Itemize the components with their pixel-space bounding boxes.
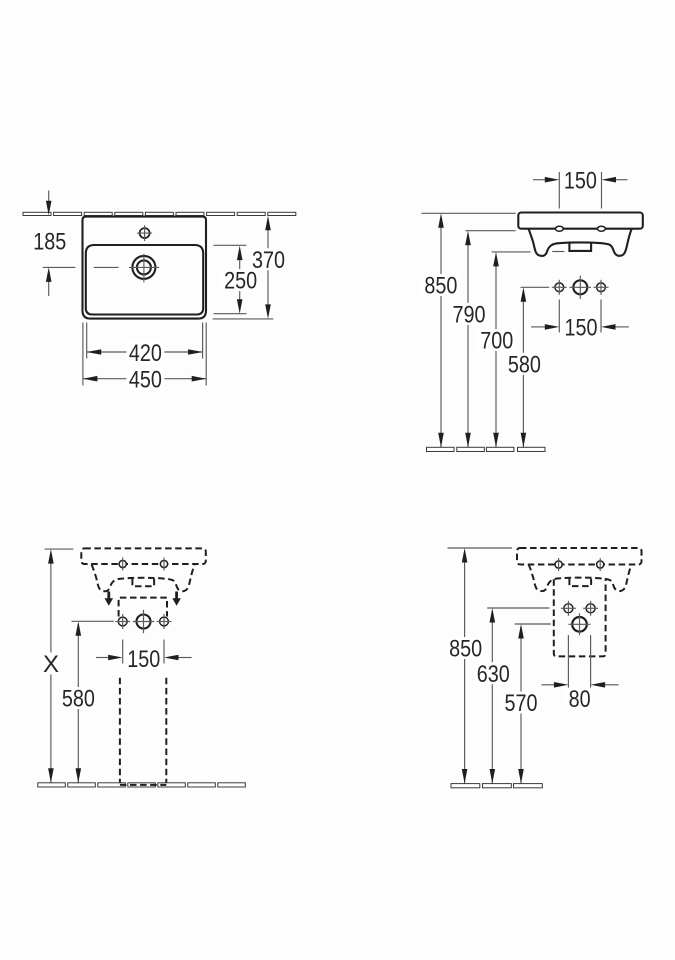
svg-text:450: 450 — [129, 367, 162, 394]
svg-text:420: 420 — [129, 340, 162, 367]
svg-text:250: 250 — [224, 268, 257, 295]
svg-text:370: 370 — [252, 247, 285, 274]
svg-text:150: 150 — [564, 167, 597, 194]
svg-text:570: 570 — [505, 690, 538, 717]
svg-text:X: X — [43, 651, 59, 678]
svg-text:150: 150 — [127, 646, 160, 673]
svg-text:580: 580 — [62, 686, 95, 713]
svg-text:580: 580 — [508, 351, 541, 378]
svg-text:630: 630 — [477, 661, 510, 688]
svg-text:185: 185 — [33, 229, 66, 256]
svg-text:700: 700 — [480, 328, 513, 355]
svg-text:850: 850 — [449, 636, 482, 663]
svg-text:790: 790 — [453, 302, 486, 329]
svg-text:80: 80 — [569, 686, 591, 713]
svg-text:850: 850 — [424, 273, 457, 300]
svg-text:150: 150 — [565, 315, 598, 342]
